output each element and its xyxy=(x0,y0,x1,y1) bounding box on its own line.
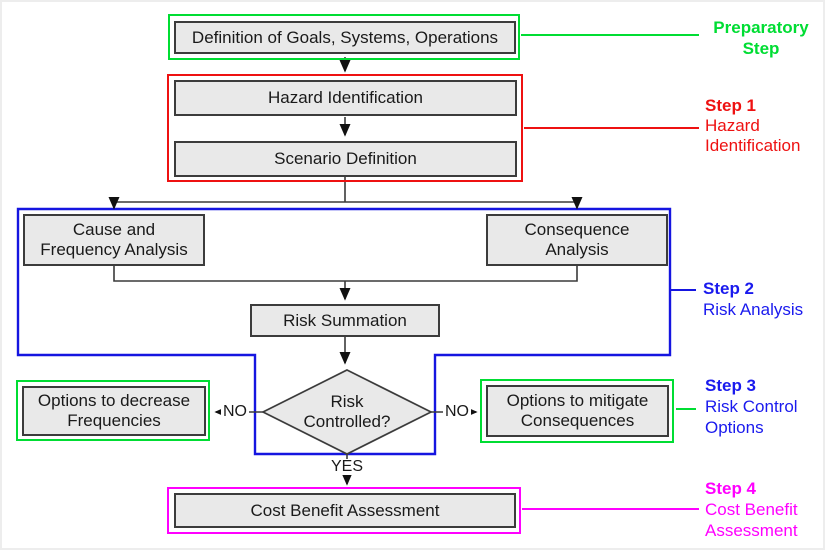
step2-label: Step 2 Risk Analysis xyxy=(703,278,803,320)
hazard-identification-box: Hazard Identification xyxy=(174,80,517,116)
preparatory-step-label: Preparatory Step xyxy=(702,17,820,59)
options-mitigate-consequences-box: Options to mitigate Consequences xyxy=(486,385,669,437)
opt-cons-line2: Consequences xyxy=(520,411,635,430)
step3-line1: Risk Control xyxy=(705,397,798,416)
no-left-label: NO xyxy=(221,403,249,420)
step4-title: Step 4 xyxy=(705,479,757,498)
cause-line2: Frequency Analysis xyxy=(40,240,188,259)
consequence-line1: Consequence xyxy=(524,220,630,239)
step4-line1: Cost Benefit xyxy=(705,500,798,519)
decision-line1: Risk xyxy=(330,392,364,411)
decision-diamond-shape xyxy=(261,369,433,455)
step4-line2: Assessment xyxy=(705,521,798,540)
step1-label: Step 1 Hazard Identification xyxy=(705,96,800,156)
opt-cons-line1: Options to mitigate xyxy=(506,391,649,410)
step3-title: Step 3 xyxy=(705,376,757,395)
cause-frequency-analysis-box: Cause and Frequency Analysis xyxy=(23,214,205,266)
step2-title: Step 2 xyxy=(703,279,755,298)
step4-group-outline xyxy=(167,487,521,534)
options-frequencies-outline xyxy=(16,380,210,441)
definition-box: Definition of Goals, Systems, Operations xyxy=(174,21,516,54)
step3-line2: Options xyxy=(705,418,764,437)
step1-line2: Identification xyxy=(705,136,801,155)
scenario-definition-box: Scenario Definition xyxy=(174,141,517,177)
step1-title: Step 1 xyxy=(705,96,757,115)
step3-label: Step 3 Risk Control Options xyxy=(705,375,798,438)
consequence-line2: Analysis xyxy=(545,240,609,259)
preparatory-line1: Preparatory xyxy=(713,18,809,37)
risk-summation-box: Risk Summation xyxy=(250,304,440,337)
step1-line1: Hazard xyxy=(705,116,760,135)
opt-freq-line1: Options to decrease xyxy=(37,391,191,410)
preparatory-group-outline xyxy=(168,14,520,60)
cost-benefit-assessment-box: Cost Benefit Assessment xyxy=(174,493,516,528)
options-decrease-frequencies-box: Options to decrease Frequencies xyxy=(22,386,206,436)
consequence-analysis-box: Consequence Analysis xyxy=(486,214,668,266)
options-consequences-outline xyxy=(480,379,674,443)
step1-group-outline xyxy=(167,74,523,182)
cause-line1: Cause and xyxy=(72,220,156,239)
preparatory-line2: Step xyxy=(742,39,780,58)
yes-label: YES xyxy=(329,458,366,475)
decision-line2: Controlled? xyxy=(303,412,391,431)
step2-line1: Risk Analysis xyxy=(703,300,804,319)
decision-diamond-label: Risk Controlled? xyxy=(287,392,407,432)
opt-freq-line2: Frequencies xyxy=(67,411,161,430)
step4-label: Step 4 Cost Benefit Assessment xyxy=(705,478,798,541)
step2-region-outline xyxy=(16,207,672,456)
no-right-label: NO xyxy=(443,403,471,420)
